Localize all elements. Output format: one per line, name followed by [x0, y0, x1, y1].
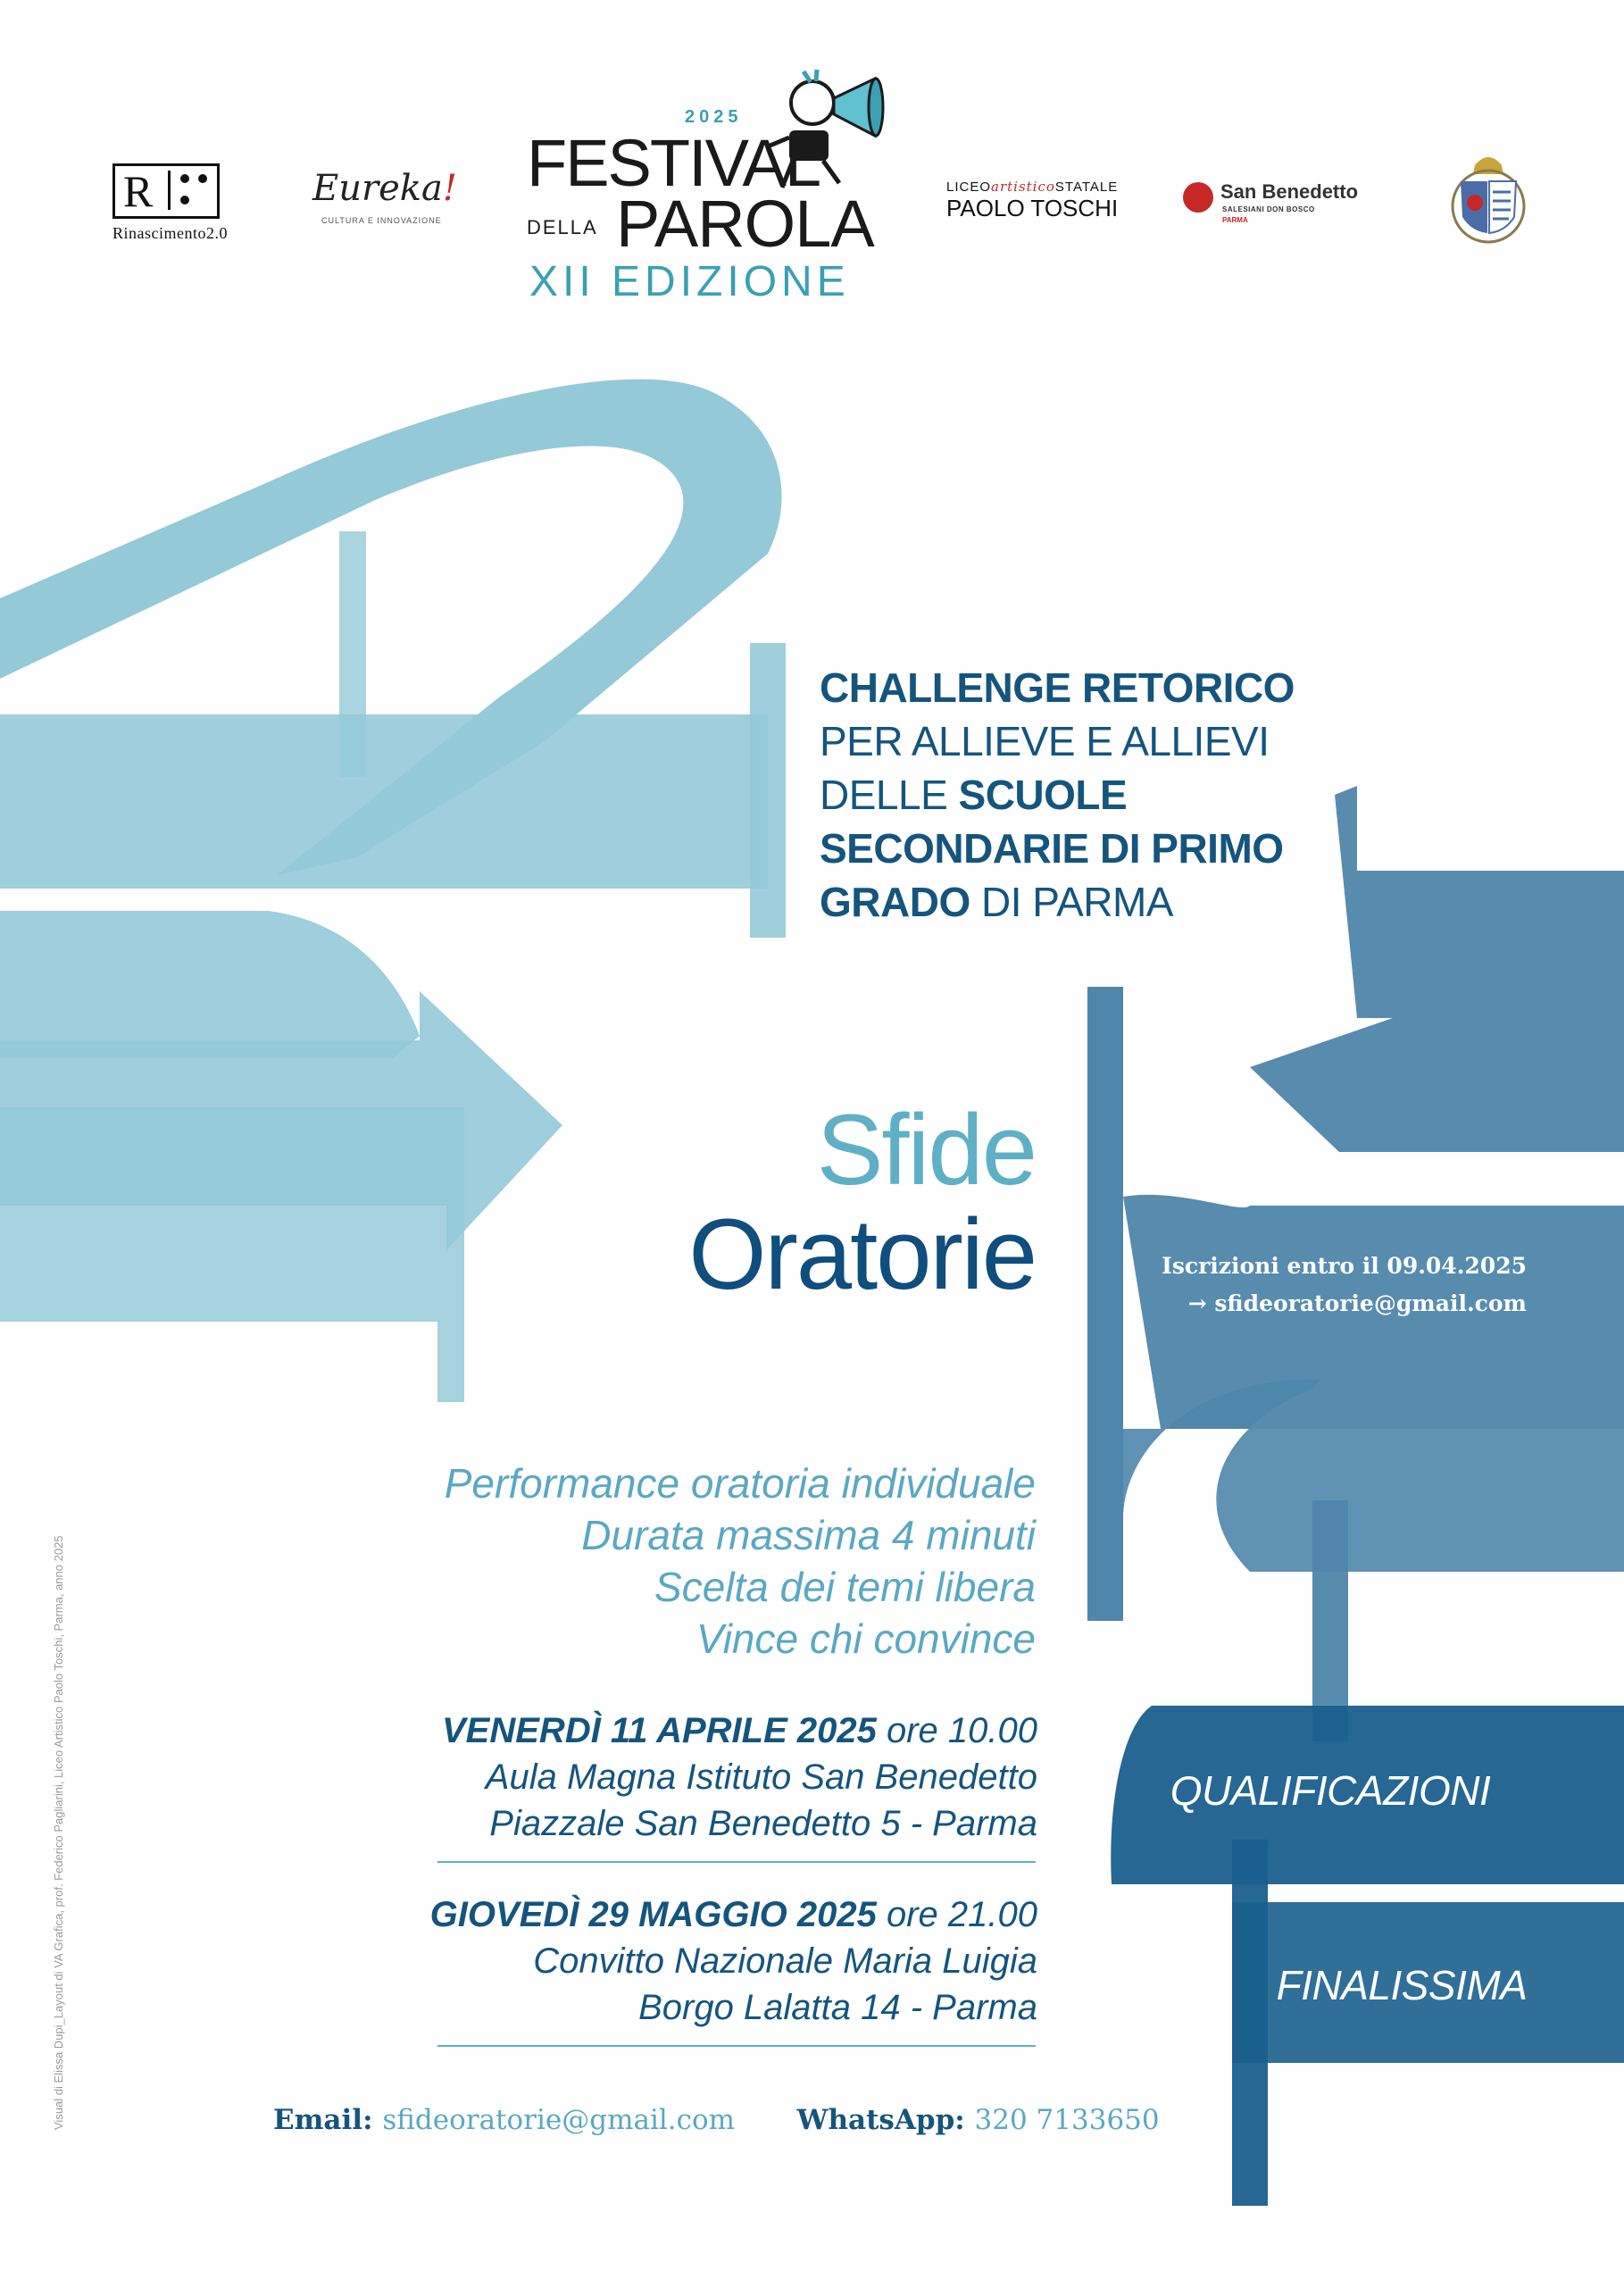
eureka-logo-caption: CULTURA E INNOVAZIONE [321, 216, 442, 225]
contacts-footer: Email: sfideoratorie@gmail.com WhatsApp:… [273, 2104, 1255, 2136]
rinascimento-logo-letter: R [123, 166, 154, 216]
headline-line-5-b: DI PARMA [970, 879, 1173, 925]
convitto-crest-logo [1448, 147, 1528, 255]
rinascimento-logo: R Rinascimento2.0 [112, 163, 246, 253]
festival-year: 2025 [685, 107, 743, 127]
headline-line-2: PER ALLIEVE E ALLIEVI [820, 718, 1270, 764]
eureka-bang: ! [442, 168, 457, 209]
rule-item: Performance oratoria individuale [444, 1460, 1036, 1507]
event-date: GIOVEDÌ 29 MAGGIO 2025 [429, 1895, 877, 1934]
event-place: Convitto Nazionale Maria Luigia [533, 1941, 1037, 1981]
light-shape-serif-right [750, 643, 786, 938]
registration-email[interactable]: → sfideoratorie@gmail.com [1187, 1290, 1527, 1316]
email-link[interactable]: sfideoratorie@gmail.com [382, 2104, 736, 2136]
crest-icon [1451, 157, 1526, 244]
event-qualifications: VENERDÌ 11 APRILE 2025 ore 10.00 Aula Ma… [234, 1707, 1037, 1847]
san-benedetto-sub: SALESIANI DON BOSCO [1222, 205, 1315, 213]
liceo-art: artistico [991, 179, 1055, 195]
challenge-headline: CHALLENGE RETORICO PER ALLIEVE E ALLIEVI… [820, 661, 1391, 929]
divider [437, 2045, 1036, 2047]
event-time: ore 10.00 [876, 1711, 1037, 1750]
light-shape-bar-top [0, 714, 768, 889]
event-place: Aula Magna Istituto San Benedetto [485, 1757, 1037, 1797]
registration-info: Iscrizioni entro il 09.04.2025 → sfideor… [1098, 1248, 1527, 1323]
headline-line-3-a: DELLE [820, 772, 959, 818]
san-benedetto-name: San Benedetto [1220, 180, 1359, 203]
festival-edition: XII EDIZIONE [529, 258, 850, 305]
whatsapp-number[interactable]: 320 7133650 [974, 2104, 1160, 2136]
megaphone-mascot-icon [767, 69, 885, 188]
festival-parola: PAROLA [616, 187, 875, 261]
light-shape-vstem [339, 531, 366, 777]
liceo-suffix: STATALE [1054, 179, 1119, 195]
email-label: Email: [273, 2104, 373, 2136]
rinascimento-logo-frame [112, 163, 220, 219]
registration-deadline: Iscrizioni entro il 09.04.2025 [1162, 1253, 1527, 1279]
event-date: VENERDÌ 11 APRILE 2025 [442, 1711, 877, 1750]
light-shape-lower [0, 1107, 464, 1402]
event-date-line: VENERDÌ 11 APRILE 2025 ore 10.00 [234, 1707, 1037, 1754]
rinascimento-logo-bar [168, 171, 171, 210]
credit-vertical: Visual di Elissa Dupi_Layout di VA Grafi… [52, 1535, 65, 2130]
event-address: Borgo Lalatta 14 - Parma [638, 1988, 1037, 2027]
liceo-prefix: LICEO [946, 179, 992, 195]
headline-line-3-b: SCUOLE [958, 772, 1128, 818]
san-benedetto-mark-icon [1183, 182, 1213, 213]
stage-label-qualifications: QUALIFICAZIONI [1170, 1767, 1491, 1814]
mid-shape-arrow-top [1250, 786, 1624, 1152]
eureka-logo: Eureka! CULTURA E INNOVAZIONE [312, 168, 473, 239]
rinascimento-logo-dots [180, 174, 211, 210]
stage-label-final: FINALISSIMA [1276, 1962, 1528, 2008]
mid-shape-lower-stem [1312, 1500, 1348, 1741]
event-final: GIOVEDÌ 29 MAGGIO 2025 ore 21.00 Convitt… [234, 1891, 1037, 2031]
whatsapp-label: WhatsApp: [796, 2104, 965, 2136]
rinascimento-logo-caption: Rinascimento2.0 [112, 224, 228, 242]
event-address: Piazzale San Benedetto 5 - Parma [489, 1804, 1037, 1843]
divider [437, 1861, 1036, 1863]
liceo-logo-top-line: LICEOartisticoSTATALE [946, 179, 1125, 195]
san-benedetto-logo: San Benedetto SALESIANI DON BOSCO PARMA [1183, 179, 1388, 232]
rule-item: Durata massima 4 minuti [581, 1512, 1036, 1558]
mid-shape-swoop [1123, 1379, 1624, 1572]
festival-word: FESTIVAL [527, 126, 821, 200]
light-shape-big-arc [0, 379, 782, 875]
eureka-logo-wordmark: Eureka! [312, 168, 457, 209]
event-time: ore 21.00 [876, 1895, 1037, 1934]
rule-item: Vince chi convince [695, 1615, 1036, 1662]
headline-line-5-a: GRADO [820, 879, 970, 925]
title-sfide: Sfide [816, 1094, 1037, 1206]
mid-shape-stem [1087, 987, 1123, 1621]
festival-logo: 2025 FESTIVAL DELLA PAROLA XII EDIZIONE [527, 63, 902, 321]
headline-line-5: GRADO DI PARMA [820, 875, 1391, 929]
san-benedetto-city: PARMA [1222, 216, 1248, 224]
mid-shape-curl [1123, 1194, 1624, 1429]
light-shape-middle [0, 911, 420, 1058]
light-blue-letterforms [0, 379, 786, 1402]
headline-line-3: DELLE SCUOLE [820, 768, 1391, 822]
dark-shape-band-bottom [1232, 1902, 1624, 2063]
headline-line-4: SECONDARIE DI PRIMO [820, 825, 1284, 872]
headline-line-1: CHALLENGE RETORICO [820, 664, 1295, 711]
liceo-toschi-logo: LICEOartisticoSTATALE PAOLO TOSCHI [946, 179, 1125, 232]
liceo-name: PAOLO TOSCHI [946, 195, 1119, 221]
event-date-line: GIOVEDÌ 29 MAGGIO 2025 ore 21.00 [234, 1891, 1037, 1938]
dark-blue-letterforms [1111, 1706, 1624, 2206]
title-oratorie: Oratorie [688, 1198, 1037, 1310]
rules-list: Performance oratoria individuale Durata … [295, 1457, 1036, 1665]
mid-blue-letterforms [1087, 786, 1624, 1741]
festival-della: DELLA [527, 216, 598, 238]
rule-item: Scelta dei temi libera [654, 1564, 1036, 1610]
eureka-word: Eureka [312, 168, 443, 209]
